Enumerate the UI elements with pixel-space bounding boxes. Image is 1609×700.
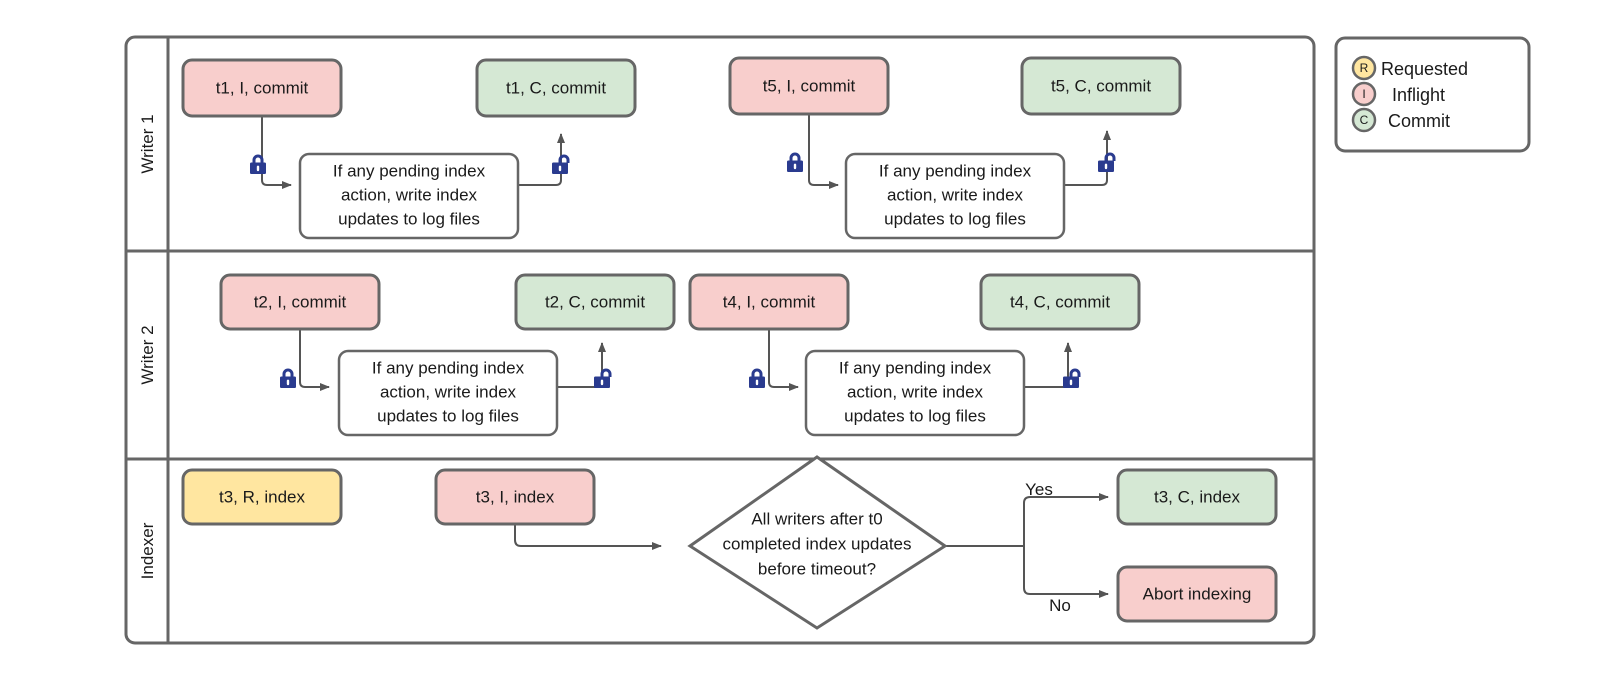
node-w1-t1-commit[interactable] bbox=[475, 58, 637, 118]
edge-w2-t2i-to-task1 bbox=[299, 329, 330, 391]
legend-panel: R Requested I Inflight C Commit bbox=[1334, 36, 1531, 153]
node-ix-t3-inflight[interactable] bbox=[434, 468, 596, 526]
task-w1-1-line-1: If any pending index bbox=[333, 161, 486, 180]
task-w1-2-line-1: If any pending index bbox=[879, 161, 1032, 180]
node-w2-t2-commit-label: t2, C, commit bbox=[545, 292, 645, 311]
task-w1-2-line-3: updates to log files bbox=[884, 209, 1026, 228]
task-w1-1-line-3: updates to log files bbox=[338, 209, 480, 228]
legend-badge-inflight-icon bbox=[1351, 81, 1377, 107]
task-w2-1-line-1: If any pending index bbox=[372, 358, 525, 377]
decision-diamond[interactable] bbox=[687, 455, 948, 630]
node-w2-t4-inflight[interactable] bbox=[688, 273, 850, 331]
legend-badge-requested-letter: R bbox=[1360, 61, 1369, 75]
edge-ix-no bbox=[1023, 546, 1109, 598]
task-w1-2[interactable] bbox=[844, 152, 1066, 240]
node-w2-t2-inflight[interactable] bbox=[219, 273, 381, 331]
node-ix-abort-label: Abort indexing bbox=[1143, 584, 1252, 603]
lane-indexer: Yes No t3, R, index t3, I, index t3, C, … bbox=[181, 455, 1278, 630]
node-w2-t4-commit[interactable] bbox=[979, 273, 1141, 331]
node-w2-t4-commit-label: t4, C, commit bbox=[1010, 292, 1110, 311]
lane-label-writer2: Writer 2 bbox=[138, 325, 157, 384]
task-w2-2[interactable] bbox=[804, 349, 1026, 437]
node-w2-t2-commit[interactable] bbox=[514, 273, 676, 331]
task-w2-1-line-3: updates to log files bbox=[377, 406, 519, 425]
node-w1-t5-commit[interactable] bbox=[1020, 56, 1182, 116]
legend-label-inflight: Inflight bbox=[1392, 85, 1445, 105]
node-ix-abort[interactable] bbox=[1116, 565, 1278, 623]
edge-ix-yes bbox=[1023, 493, 1109, 546]
lane-label-indexer: Indexer bbox=[138, 522, 157, 579]
decision-line-1: All writers after t0 bbox=[751, 509, 882, 528]
edge-w1-task2-to-t5c bbox=[1064, 130, 1111, 186]
edge-ix-t3i-to-decision bbox=[514, 523, 662, 550]
task-w2-2-line-2: action, write index bbox=[847, 382, 984, 401]
node-ix-t3-inflight-label: t3, I, index bbox=[476, 487, 555, 506]
edge-w2-t4i-to-task2 bbox=[768, 329, 799, 391]
legend-label-requested: Requested bbox=[1381, 59, 1468, 79]
legend-badge-commit-icon bbox=[1351, 107, 1377, 133]
node-w1-t1-inflight-label: t1, I, commit bbox=[216, 78, 309, 97]
legend-badge-commit-letter: C bbox=[1360, 113, 1369, 127]
lane-writer1: t1, I, commit t1, C, commit t5, I, commi… bbox=[181, 56, 1182, 240]
node-w1-t1-inflight[interactable] bbox=[181, 58, 343, 118]
node-w1-t5-inflight-label: t5, I, commit bbox=[763, 76, 856, 95]
edge-label-no: No bbox=[1049, 596, 1071, 615]
task-w2-2-line-3: updates to log files bbox=[844, 406, 986, 425]
node-w2-t4-inflight-label: t4, I, commit bbox=[723, 292, 816, 311]
decision-line-2: completed index updates bbox=[722, 534, 911, 553]
node-w1-t5-commit-label: t5, C, commit bbox=[1051, 76, 1151, 95]
legend-badge-requested-icon bbox=[1351, 55, 1377, 81]
legend-label-commit: Commit bbox=[1388, 111, 1450, 131]
lane-writer2: t2, I, commit t2, C, commit t4, I, commi… bbox=[219, 273, 1141, 437]
task-w1-1-line-2: action, write index bbox=[341, 185, 478, 204]
node-ix-t3-commit-label: t3, C, index bbox=[1154, 487, 1240, 506]
node-ix-t3-requested[interactable] bbox=[181, 468, 343, 526]
node-ix-t3-commit[interactable] bbox=[1116, 468, 1278, 526]
task-w2-1-line-2: action, write index bbox=[380, 382, 517, 401]
edge-w1-task1-to-t1c bbox=[518, 133, 565, 186]
task-w1-1[interactable] bbox=[298, 152, 520, 240]
legend-outline bbox=[1334, 36, 1531, 153]
node-w2-t2-inflight-label: t2, I, commit bbox=[254, 292, 347, 311]
task-w2-2-line-1: If any pending index bbox=[839, 358, 992, 377]
legend-badge-inflight-letter: I bbox=[1362, 87, 1365, 101]
node-ix-t3-requested-label: t3, R, index bbox=[219, 487, 305, 506]
node-w1-t5-inflight[interactable] bbox=[728, 56, 890, 116]
node-w1-t1-commit-label: t1, C, commit bbox=[506, 78, 606, 97]
decision-line-3: before timeout? bbox=[758, 559, 876, 578]
task-w2-1[interactable] bbox=[337, 349, 559, 437]
lane-label-writer1: Writer 1 bbox=[138, 114, 157, 173]
edge-w1-t1i-to-task1 bbox=[261, 116, 292, 189]
edge-w1-t5i-to-task2 bbox=[808, 113, 839, 189]
task-w1-2-line-2: action, write index bbox=[887, 185, 1024, 204]
edge-label-yes: Yes bbox=[1025, 480, 1053, 499]
